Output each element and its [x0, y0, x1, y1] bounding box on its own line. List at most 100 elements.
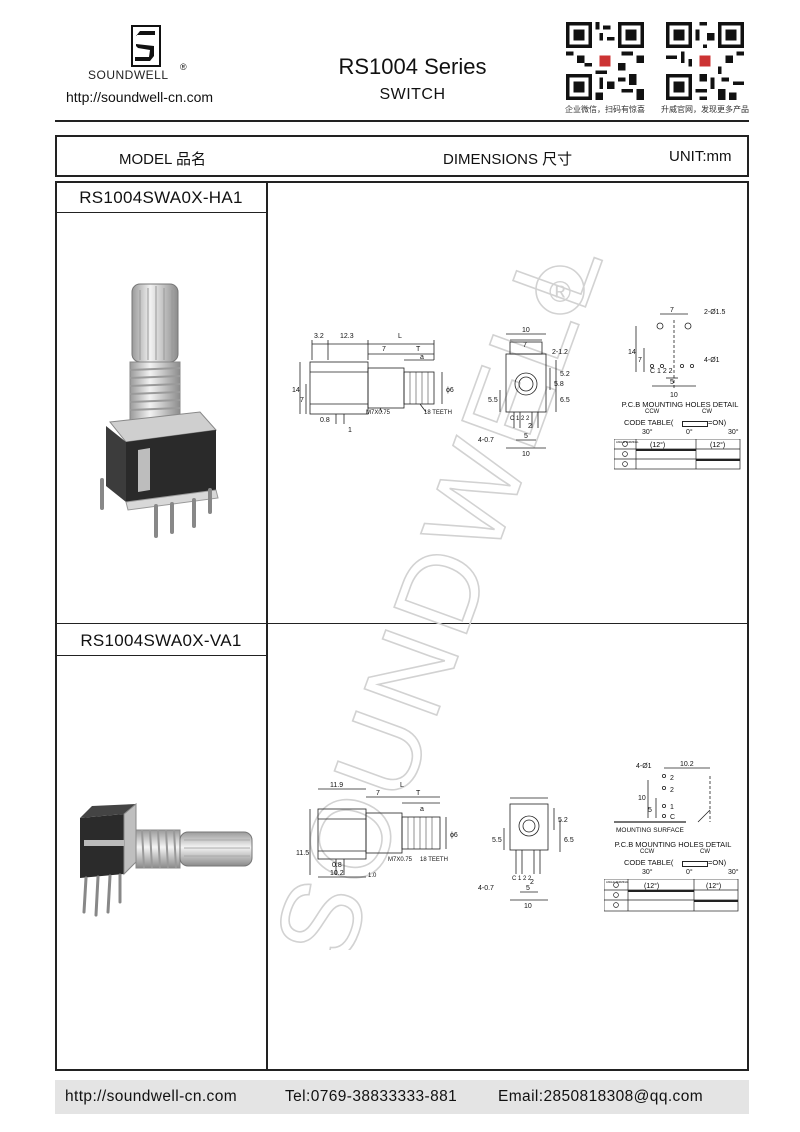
dimension-label: a: [420, 806, 424, 813]
header-divider: [55, 120, 749, 122]
dimensions-column-label: DIMENSIONS 尺寸: [443, 151, 573, 168]
footer-bar: http://soundwell-cn.com Tel:0769-3883333…: [55, 1080, 749, 1114]
dimension-label: 4-Ø1: [704, 357, 720, 364]
dimension-label: M7X0.75: [366, 410, 391, 416]
dimension-label: C 1 2 2: [650, 368, 673, 375]
dimension-label: 7: [376, 790, 380, 797]
dimension-label: 4-0.7: [478, 885, 494, 892]
svg-text:(12°): (12°): [710, 441, 725, 449]
code-on-label: =ON): [708, 858, 727, 867]
soundwell-logo: [128, 24, 164, 68]
dimension-label: C 1 2 2: [512, 876, 532, 882]
dimension-label: 10: [638, 795, 646, 802]
dimension-label: 4-Ø1: [636, 763, 652, 770]
website-qr-caption: 升威官网，发现更多产品: [661, 105, 749, 114]
footer-url[interactable]: http://soundwell-cn.com: [65, 1088, 238, 1105]
dimension-label: 5: [526, 885, 530, 892]
pcb-detail-title: P.C.B MOUNTING HOLES DETAIL: [614, 840, 732, 849]
code-table-label: CODE TABLE(: [624, 418, 674, 427]
wechat-qr-code: [566, 22, 644, 100]
website-qr-code: [666, 22, 744, 100]
dimension-label: 10: [524, 903, 532, 910]
model-column-label: MODEL 品名: [119, 151, 206, 168]
dimension-label: 6.5: [564, 837, 574, 844]
dimension-label: 18 TEETH: [424, 410, 452, 416]
svg-text:(12°): (12°): [650, 441, 665, 449]
dimension-label: M7X0.75: [388, 857, 413, 863]
dimension-label: 11.5: [296, 850, 309, 857]
dimension-label: 5: [670, 379, 674, 386]
side-view-drawing-va1: 11.9 L 7 T a 11.5 ϕ6 0.8 10.2 1.0 M7X0.7…: [296, 782, 458, 879]
product-photo-ha1: [90, 280, 230, 540]
dimension-label: 2-1.2: [552, 349, 568, 356]
on-indicator: [682, 861, 708, 867]
dimension-label: T: [416, 790, 421, 797]
model-label-rule: [57, 655, 266, 656]
dimension-label: 10: [522, 327, 530, 334]
dimension-label: C: [670, 814, 675, 821]
svg-text:(12°): (12°): [706, 882, 721, 890]
dimension-label: 14: [628, 349, 636, 356]
dimension-label: 10.2: [680, 761, 694, 768]
dimension-label: 2-Ø1.5: [704, 309, 726, 316]
angle-right: 30°: [728, 869, 739, 876]
dimension-label: 5: [648, 807, 652, 814]
dimension-label: C 1 2 2: [510, 416, 530, 422]
product-subtitle: SWITCH: [379, 86, 446, 103]
side-view-drawing-ha1: 3.2 12.3 L 7 T a 14 7 ϕ6 0.8 1 M7X0.75 1…: [292, 333, 454, 434]
product-table: [55, 181, 749, 1071]
footer-email[interactable]: Email:2850818308@qq.com: [498, 1088, 704, 1105]
dimension-label: 14: [292, 387, 300, 394]
dimension-label: ϕ6: [446, 387, 454, 394]
dimension-label: ϕ6: [450, 832, 458, 839]
dimension-label: L: [398, 333, 402, 340]
code-table-label: CODE TABLE(: [624, 858, 674, 867]
dimension-label: L: [400, 782, 404, 789]
dimension-label: 5.5: [492, 837, 502, 844]
dimension-label: 2: [670, 775, 674, 782]
dimension-label: 2: [670, 787, 674, 794]
code-on-label: =ON): [708, 418, 727, 427]
ccw-label: CCW: [645, 409, 660, 415]
pcb-holes-drawing-va1: 4-Ø1 10.2 10 5 2 2 1 C MOUNTING SURFACE: [614, 761, 711, 834]
cw-label: CW: [702, 409, 712, 415]
dimension-label: 7: [382, 346, 386, 353]
dimension-label: 7: [523, 342, 527, 349]
dimension-label: 1: [348, 427, 352, 434]
product-photo-va1: [72, 800, 262, 920]
front-view-drawing-va1: 5.2 5.5 6.5 C 1 2 2 2 4-0.7 5 10: [478, 797, 574, 910]
angle-center: 0°: [686, 869, 693, 876]
dimension-label: 1.0: [368, 873, 377, 879]
dimension-label: 1: [670, 804, 674, 811]
series-title: RS1004 Series: [338, 54, 487, 79]
dimension-label: 3.2: [314, 333, 324, 340]
pcb-detail-title: P.C.B MOUNTING HOLES DETAIL: [621, 400, 739, 409]
dimension-label: 0.8: [320, 417, 330, 424]
dimension-label: 10.2: [330, 870, 344, 877]
dimension-label: a: [420, 354, 424, 361]
dimension-label: 2: [530, 879, 534, 886]
dimension-label: 6.5: [560, 397, 570, 404]
cw-label: CW: [700, 849, 710, 855]
pcb-holes-drawing-ha1: 7 2-Ø1.5 14 7 4-Ø1 C 1 2 2 5 10: [628, 307, 726, 399]
dimension-label: 7: [670, 307, 674, 314]
svg-text:(12°): (12°): [644, 882, 659, 890]
dimension-label: 10: [670, 392, 678, 399]
angle-center: 0°: [686, 429, 693, 436]
dimension-label: 10: [522, 451, 530, 458]
on-indicator: [682, 421, 708, 427]
svg-text:ANGLE TERMINAL: ANGLE TERMINAL: [616, 440, 639, 444]
wechat-qr-caption: 企业微信，扫码有惊喜: [565, 105, 645, 114]
code-table-va1: P.C.B MOUNTING HOLES DETAIL CCW CW CODE …: [600, 840, 746, 913]
code-table-ha1: P.C.B MOUNTING HOLES DETAIL CCW CW CODE …: [610, 400, 750, 471]
dimension-label: 5.2: [560, 371, 570, 378]
model-label-rule: [57, 212, 266, 213]
model-name-ha1: RS1004SWA0X-HA1: [79, 188, 243, 207]
registered-mark: ®: [180, 62, 187, 72]
dimension-label: 5.5: [488, 397, 498, 404]
dimension-label: 5: [524, 433, 528, 440]
dimension-label: 2: [528, 423, 532, 430]
dimension-label: 5.2: [558, 817, 568, 824]
dimension-label: 5.8: [554, 381, 564, 388]
header-url[interactable]: http://soundwell-cn.com: [66, 89, 214, 105]
